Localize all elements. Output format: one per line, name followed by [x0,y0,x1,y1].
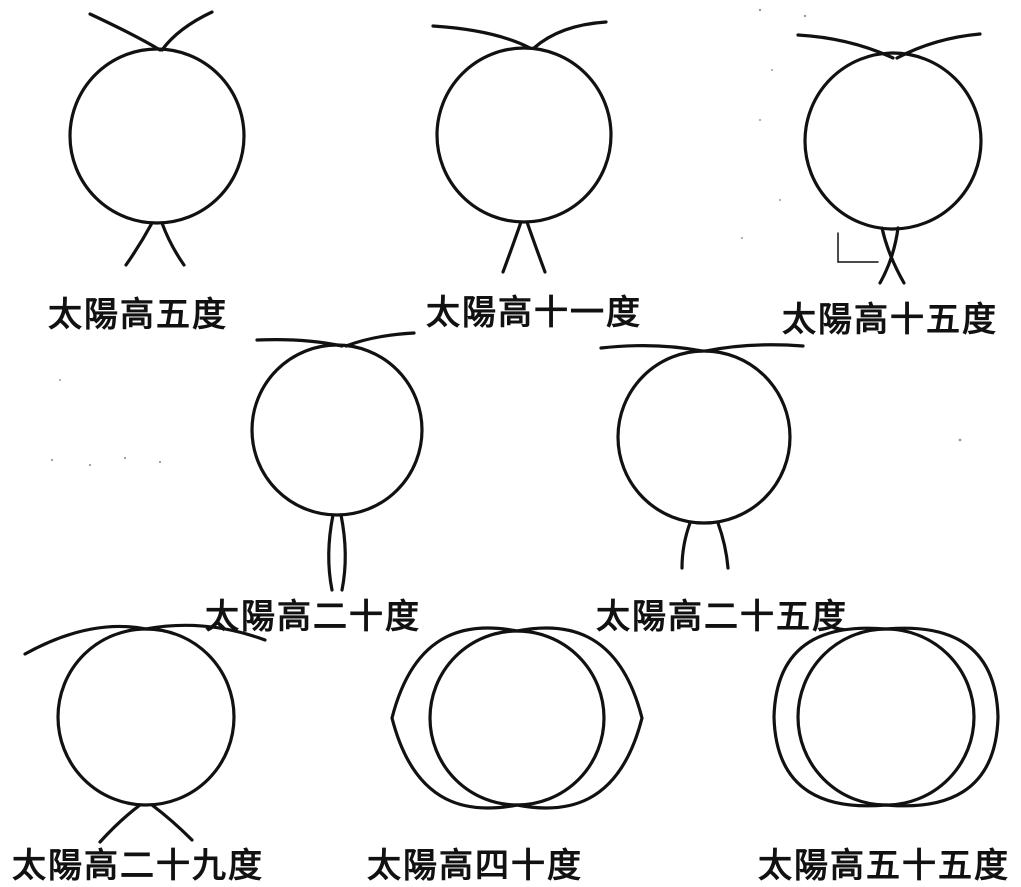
halo-figure-15 [798,34,981,283]
figure-label: 太陽高十五度 [782,292,998,341]
faint-guide-line [838,233,878,262]
lower-tangent-arc [329,515,333,590]
sun-disk [70,49,244,223]
figure-label: 太陽高五十五度 [758,838,1010,887]
halo-figure-20 [252,333,422,590]
sun-disk [252,345,422,515]
lower-tangent-arc [718,523,728,568]
halo-figure-29 [25,625,265,842]
lower-tangent-arc [527,222,545,272]
halo-figure-25 [601,345,803,568]
upper-tangent-arc [162,12,212,50]
scan-specks [51,9,961,466]
sun-disk [798,629,974,805]
lower-tangent-arc [682,523,690,568]
lower-tangent-arc [126,223,152,265]
halo-figure-40 [392,628,642,808]
upper-tangent-arc [706,345,803,351]
upper-tangent-arc [257,340,342,346]
halo-figure-5 [70,12,244,265]
sun-disk [437,48,611,222]
lower-tangent-arc [341,515,345,590]
lower-tangent-arc [162,223,184,265]
halo-figure-11 [433,22,611,272]
lower-tangent-arc [503,222,521,272]
figure-label: 太陽高二十九度 [12,838,264,887]
sun-disk [430,631,604,805]
figure-label: 太陽高二十度 [205,589,421,638]
sun-disk [805,53,981,229]
upper-tangent-arc [346,333,414,346]
upper-tangent-arc [534,22,606,48]
lower-tangent-arc [152,805,192,840]
sun-disk [618,351,790,523]
figure-label: 太陽高二十五度 [596,589,848,638]
figure-label: 太陽高十一度 [426,285,642,334]
circumscribed-halo [774,628,998,806]
figure-label: 太陽高五度 [48,287,228,336]
halo-figure-55 [774,628,998,806]
upper-tangent-arc [90,14,160,50]
upper-tangent-arc [433,26,530,48]
sun-disk [58,629,234,805]
figure-label: 太陽高四十度 [367,838,583,887]
lower-tangent-arc [100,805,140,842]
upper-tangent-arc [601,346,702,351]
